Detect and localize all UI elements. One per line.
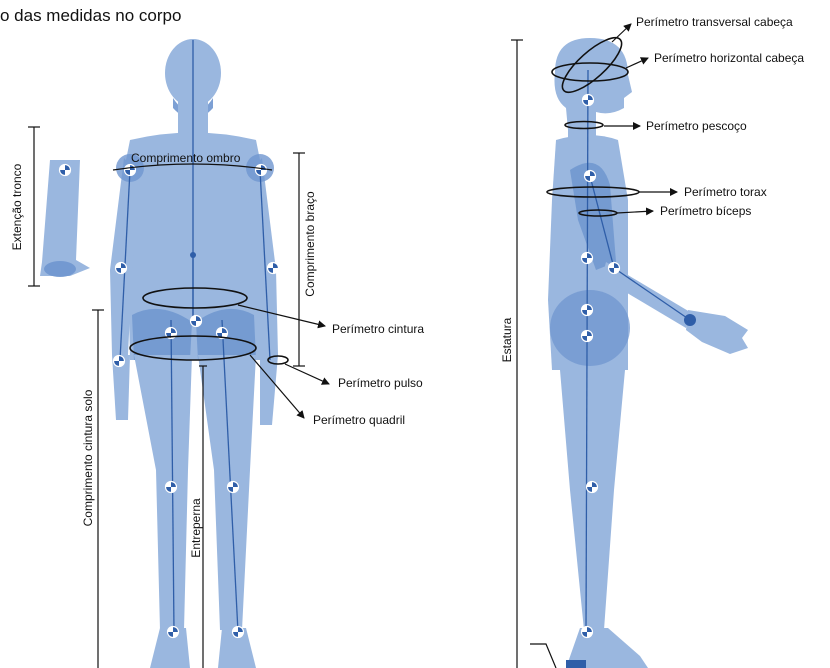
- joint-trunk-extension: [60, 165, 71, 176]
- height-measure: Estatura: [500, 40, 556, 668]
- side-leg: [560, 370, 625, 630]
- joint-shoulder-right: [256, 165, 267, 176]
- waist-to-floor-measure: Comprimento cintura solo: [81, 310, 104, 668]
- label-comprimento-ombro: Comprimento ombro: [131, 151, 241, 165]
- joint-side-shoulder: [585, 171, 596, 182]
- label-perimetro-horizontal-cabeca: Perímetro horizontal cabeça: [654, 51, 804, 65]
- label-perimetro-transversal-cabeca: Perímetro transversal cabeça: [636, 15, 793, 29]
- joint-knee-right: [228, 482, 239, 493]
- side-hand: [686, 310, 748, 354]
- label-perimetro-quadril: Perímetro quadril: [313, 413, 405, 427]
- joint-wrist-left: [114, 356, 125, 367]
- trunk-extension-arm: Extenção tronco: [10, 127, 90, 286]
- joint-side-spine: [582, 253, 593, 264]
- page-title: o das medidas no corpo: [0, 6, 181, 25]
- front-leg-right: [198, 355, 256, 630]
- joint-elbow-left: [116, 263, 127, 274]
- joint-side-head: [583, 95, 594, 106]
- arm-length-measure: Comprimento braço: [293, 153, 317, 366]
- joint-elbow-right: [268, 263, 279, 274]
- joint-ankle-right: [233, 627, 244, 638]
- front-leg-left: [134, 355, 192, 630]
- label-comprimento-braco: Comprimento braço: [303, 191, 317, 297]
- label-perimetro-pulso: Perímetro pulso: [338, 376, 423, 390]
- joint-side-hip: [582, 331, 593, 342]
- joint-knee-left: [166, 482, 177, 493]
- joint-side-pelvis: [582, 305, 593, 316]
- label-entreperna: Entreperna: [189, 498, 203, 558]
- label-comprimento-cintura-solo: Comprimento cintura solo: [81, 389, 95, 526]
- front-glute-left: [132, 309, 192, 360]
- front-hand-right: [260, 355, 278, 425]
- joint-ankle-left: [168, 627, 179, 638]
- joint-side-knee: [587, 482, 598, 493]
- joint-side-ankle: [582, 627, 593, 638]
- label-extencao-tronco: Extenção tronco: [10, 163, 24, 250]
- joint-pelvis: [191, 316, 202, 327]
- joint-side-elbow: [609, 263, 620, 274]
- label-estatura: Estatura: [500, 317, 514, 362]
- label-perimetro-cintura: Perímetro cintura: [332, 322, 424, 336]
- label-perimetro-torax: Perímetro torax: [684, 185, 767, 199]
- wrist-perimeter-measure: Perímetro pulso: [268, 356, 423, 390]
- joint-shoulder-left: [125, 165, 136, 176]
- label-perimetro-biceps: Perímetro bíceps: [660, 204, 751, 218]
- inseam-measure: Entreperna: [189, 366, 207, 668]
- label-perimetro-pescoco: Perímetro pescoço: [646, 119, 747, 133]
